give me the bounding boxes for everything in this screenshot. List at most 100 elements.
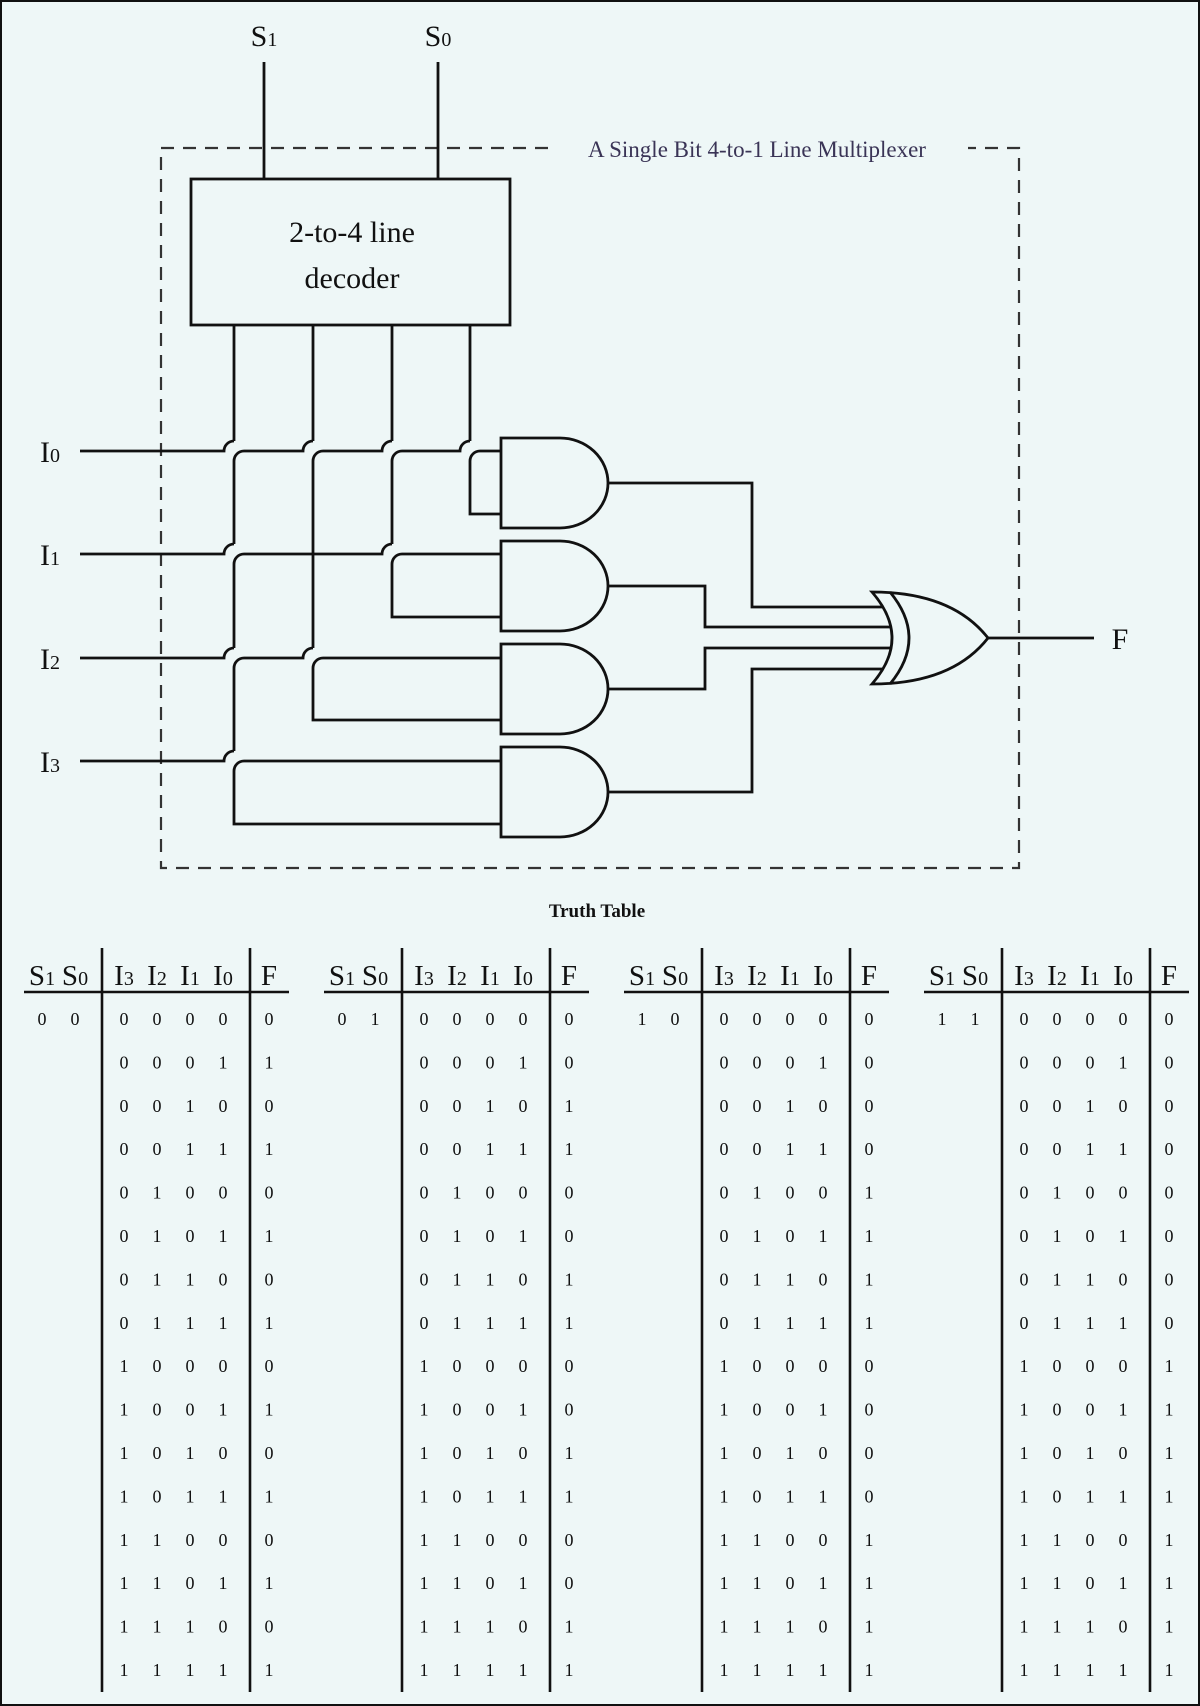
cell-i3: 0 [120, 1139, 129, 1159]
cell-i0: 1 [519, 1139, 528, 1159]
cell-f: 0 [865, 1486, 874, 1506]
header-s1: S1 [329, 960, 355, 992]
cell-f: 1 [265, 1573, 274, 1593]
header-s0: S0 [662, 960, 688, 992]
cell-i3: 0 [720, 1313, 729, 1333]
cell-i3: 1 [120, 1356, 129, 1376]
cell-i1: 1 [1086, 1269, 1095, 1289]
cell-i0: 0 [219, 1269, 228, 1289]
cell-i0: 1 [519, 1313, 528, 1333]
header-i3: I3 [414, 960, 434, 992]
cell-i3: 1 [720, 1356, 729, 1376]
header-i3: I3 [1014, 960, 1034, 992]
cell-i0: 1 [519, 1573, 528, 1593]
cell-i3: 1 [120, 1530, 129, 1550]
cell-i1: 1 [186, 1443, 195, 1463]
cell-i2: 0 [753, 1009, 762, 1029]
cell-i0: 1 [1119, 1400, 1128, 1420]
cell-i0: 1 [819, 1486, 828, 1506]
cell-i0: 1 [219, 1486, 228, 1506]
cell-i1: 1 [1086, 1096, 1095, 1116]
cell-f: 1 [1165, 1660, 1174, 1680]
cell-i3: 0 [720, 1269, 729, 1289]
cell-i1: 1 [186, 1617, 195, 1637]
cell-i2: 1 [153, 1660, 162, 1680]
cell-i2: 1 [1053, 1660, 1062, 1680]
cell-i0: 0 [519, 1530, 528, 1550]
cell-f: 0 [1165, 1139, 1174, 1159]
cell-i2: 0 [453, 1356, 462, 1376]
cell-i1: 0 [786, 1052, 795, 1072]
cell-i0: 0 [819, 1269, 828, 1289]
cell-i0: 1 [519, 1400, 528, 1420]
header-f: F [1161, 960, 1177, 992]
header-i0: I0 [213, 960, 233, 992]
cell-i3: 0 [420, 1183, 429, 1203]
cell-i2: 0 [753, 1356, 762, 1376]
cell-f: 1 [865, 1660, 874, 1680]
or-gate [868, 590, 990, 686]
cell-i2: 0 [753, 1096, 762, 1116]
cell-i1: 0 [786, 1573, 795, 1593]
cell-i1: 1 [486, 1096, 495, 1116]
cell-i2: 1 [453, 1530, 462, 1550]
header-s0: S0 [62, 960, 88, 992]
cell-i2: 0 [1053, 1139, 1062, 1159]
cell-i1: 1 [186, 1096, 195, 1116]
cell-i0: 0 [1119, 1617, 1128, 1637]
header-i0: I0 [813, 960, 833, 992]
cell-i3: 1 [720, 1443, 729, 1463]
cell-i1: 0 [186, 1530, 195, 1550]
cell-i3: 1 [1020, 1660, 1029, 1680]
cell-f: 1 [1165, 1443, 1174, 1463]
cell-i3: 0 [120, 1096, 129, 1116]
cell-i1: 0 [486, 1183, 495, 1203]
cell-f: 0 [865, 1400, 874, 1420]
cell-i1: 0 [786, 1183, 795, 1203]
cell-i0: 0 [819, 1096, 828, 1116]
cell-i0: 0 [1119, 1009, 1128, 1029]
and1-to-or-wire [608, 584, 890, 629]
cell-i0: 0 [819, 1443, 828, 1463]
cell-i3: 0 [720, 1052, 729, 1072]
cell-i1: 1 [186, 1486, 195, 1506]
cell-i2: 0 [453, 1400, 462, 1420]
cell-i1: 1 [186, 1139, 195, 1159]
cell-f: 0 [265, 1009, 274, 1029]
cell-i3: 1 [1020, 1400, 1029, 1420]
cell-s1: 0 [38, 1009, 47, 1029]
cell-i0: 0 [1119, 1530, 1128, 1550]
cell-f: 1 [1165, 1356, 1174, 1376]
cell-i0: 0 [519, 1269, 528, 1289]
cell-f: 1 [1165, 1573, 1174, 1593]
cell-f: 1 [565, 1313, 574, 1333]
cell-i0: 1 [219, 1226, 228, 1246]
cell-i1: 1 [786, 1443, 795, 1463]
cell-i3: 1 [1020, 1617, 1029, 1637]
cell-f: 0 [265, 1269, 274, 1289]
cell-i1: 0 [1086, 1052, 1095, 1072]
and-gate-1 [499, 539, 610, 633]
cell-i2: 1 [153, 1183, 162, 1203]
header-s1: S1 [929, 960, 955, 992]
cell-i1: 1 [486, 1443, 495, 1463]
output-label-f: F [1112, 623, 1129, 656]
cell-i3: 0 [120, 1269, 129, 1289]
cell-f: 1 [1165, 1486, 1174, 1506]
cell-i3: 0 [720, 1009, 729, 1029]
cell-i3: 1 [720, 1617, 729, 1637]
cell-i1: 1 [1086, 1486, 1095, 1506]
input-wire-i0 [80, 439, 501, 462]
cell-i2: 1 [1053, 1530, 1062, 1550]
cell-i0: 1 [219, 1313, 228, 1333]
cell-i2: 0 [1053, 1486, 1062, 1506]
cell-i2: 1 [153, 1269, 162, 1289]
cell-i1: 1 [786, 1096, 795, 1116]
cell-i0: 0 [519, 1096, 528, 1116]
cell-f: 1 [565, 1486, 574, 1506]
cell-s0: 1 [371, 1009, 380, 1029]
cell-i0: 1 [819, 1139, 828, 1159]
cell-i2: 0 [453, 1009, 462, 1029]
cell-i2: 0 [153, 1096, 162, 1116]
cell-i0: 1 [1119, 1226, 1128, 1246]
